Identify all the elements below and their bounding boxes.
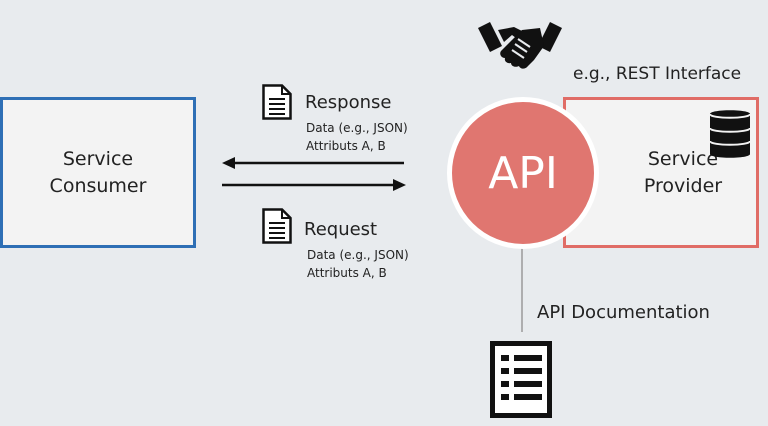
response-detail-data: Data (e.g., JSON) xyxy=(306,121,408,135)
request-detail-attributes: Attributs A, B xyxy=(307,266,387,280)
response-detail-attributes: Attributs A, B xyxy=(306,139,386,153)
checklist-icon xyxy=(490,341,552,418)
api-circle: API xyxy=(447,97,599,249)
request-arrow xyxy=(222,179,406,191)
provider-label-line1: Service xyxy=(647,147,719,170)
consumer-label-line1: Service xyxy=(62,147,134,170)
response-title: Response xyxy=(305,92,392,113)
database-icon xyxy=(709,110,751,158)
service-consumer-box: Service Consumer xyxy=(0,97,196,248)
api-documentation-label: API Documentation xyxy=(537,302,710,323)
documentation-connector-line xyxy=(521,248,523,332)
provider-label-line2: Provider xyxy=(643,174,723,197)
handshake-icon xyxy=(478,22,562,69)
interface-label: e.g., REST Interface xyxy=(573,64,742,84)
api-label: API xyxy=(488,147,558,199)
request-document-icon xyxy=(262,208,292,244)
consumer-label-line2: Consumer xyxy=(49,174,147,197)
request-detail-data: Data (e.g., JSON) xyxy=(307,248,409,262)
response-arrow xyxy=(222,157,404,169)
request-title: Request xyxy=(304,219,378,240)
response-document-icon xyxy=(262,84,292,120)
